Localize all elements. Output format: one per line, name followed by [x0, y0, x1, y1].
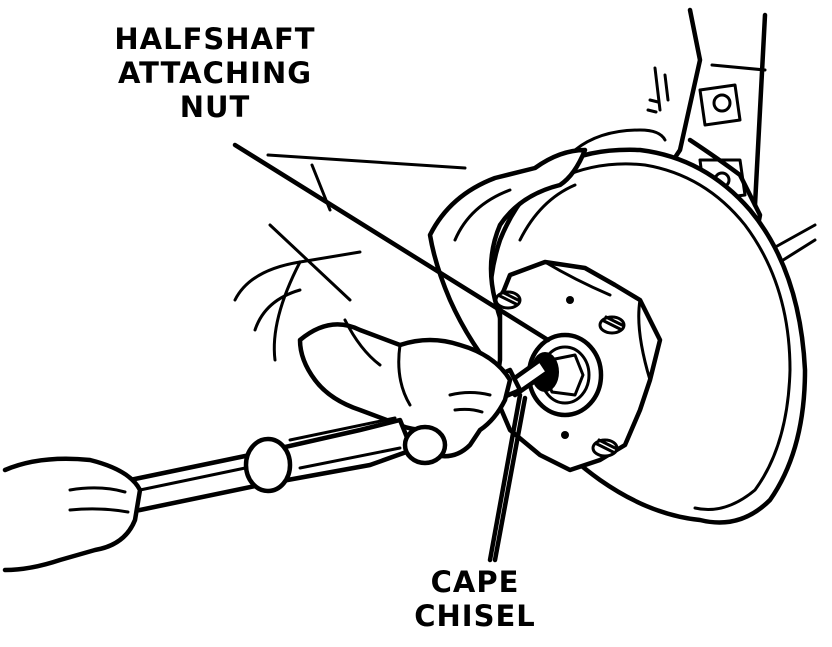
wheel-stud [598, 315, 626, 335]
chisel-leader-line [487, 392, 523, 563]
label-line: NUT [179, 90, 251, 124]
wheel-stud [591, 438, 619, 458]
leader-lines [232, 142, 551, 563]
splash-shield [427, 128, 667, 388]
nut-leader-line [232, 142, 551, 343]
wheel-studs [494, 290, 626, 458]
flange-hole [566, 296, 574, 304]
left-hand [297, 318, 513, 459]
label-line: ATTACHING [117, 56, 313, 90]
cape-chisel-label: CAPE CHISEL [395, 565, 555, 633]
flange-hole [561, 431, 569, 439]
vehicle-body-lines [233, 153, 467, 362]
halfshaft-nut [526, 332, 604, 418]
halfshaft-nut-label: HALFSHAFT ATTACHING NUT [95, 22, 335, 124]
label-line: CAPE [430, 565, 520, 599]
right-hand [2, 456, 143, 573]
label-line: CHISEL [414, 599, 536, 633]
hammer [72, 416, 448, 523]
wheel-stud [494, 290, 522, 310]
label-line: HALFSHAFT [114, 22, 316, 56]
